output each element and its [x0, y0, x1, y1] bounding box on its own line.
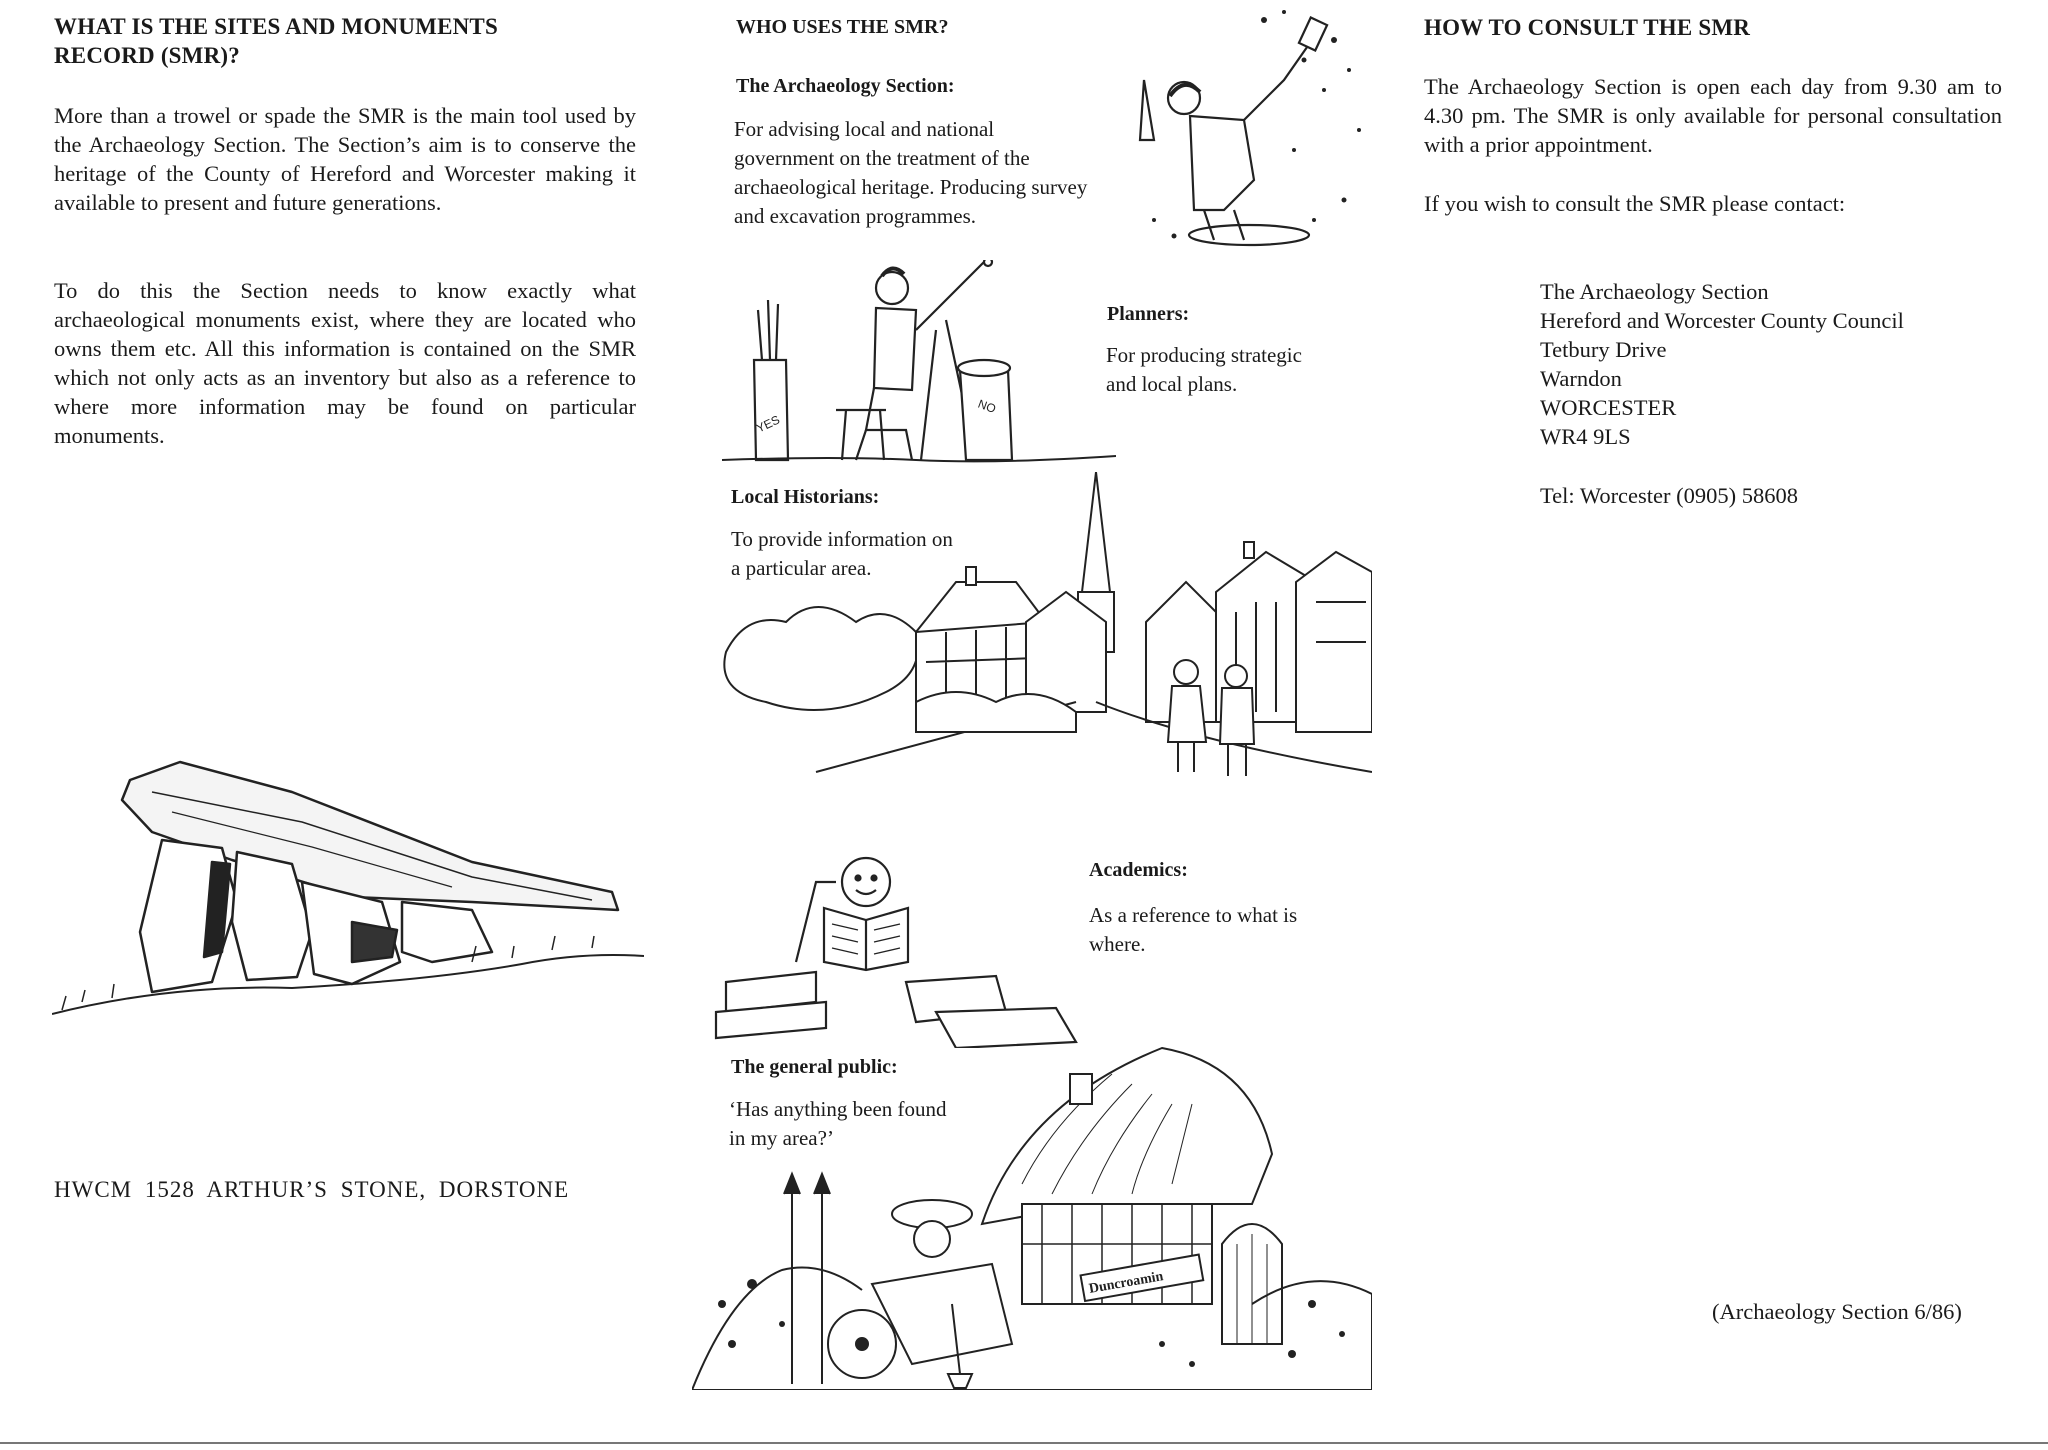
left-paragraph-2: To do this the Section needs to know exa… — [54, 278, 636, 448]
address-line: Warndon — [1540, 366, 1622, 391]
public-text-line2: in my area?’ — [729, 1126, 834, 1150]
address-line: Tetbury Drive — [1540, 337, 1667, 362]
historians-heading: Local Historians: — [731, 486, 880, 508]
planners-text-line1: For producing strategic — [1106, 343, 1302, 367]
no-bin-label: NO — [976, 397, 998, 416]
archaeology-heading: The Archaeology Section: — [736, 75, 955, 97]
address-line: WORCESTER — [1540, 395, 1677, 420]
village-illustration — [716, 472, 1372, 788]
arthurs-stone-illustration — [52, 752, 644, 1024]
left-title-line1: WHAT IS THE SITES AND MONUMENTS — [54, 14, 498, 39]
right-paragraph-2: If you wish to consult the SMR please co… — [1424, 191, 1846, 216]
academics-heading: Academics: — [1089, 859, 1188, 881]
left-paragraph-1: More than a trowel or spade the SMR is t… — [54, 103, 636, 215]
reader-illustration — [706, 852, 1080, 1048]
public-text: ‘Has anything been found in my area?’ — [729, 1095, 947, 1153]
left-title-line2: RECORD (SMR)? — [54, 43, 240, 68]
academics-text-line1: As a reference to what is — [1089, 903, 1298, 927]
academics-text: As a reference to what is where. — [1089, 901, 1297, 959]
address-line: Hereford and Worcester County Council — [1540, 308, 1904, 333]
public-text-line1: ‘Has anything been found — [729, 1097, 947, 1121]
planners-text: For producing strategic and local plans. — [1106, 341, 1302, 399]
page-bottom-rule — [0, 1442, 2048, 1444]
planners-heading: Planners: — [1107, 303, 1190, 325]
planners-text-line2: and local plans. — [1106, 372, 1238, 396]
left-caption: HWCM 1528 ARTHUR’S STONE, DORSTONE — [54, 1177, 570, 1202]
left-title: WHAT IS THE SITES AND MONUMENTS RECORD (… — [54, 12, 654, 70]
right-title: HOW TO CONSULT THE SMR — [1424, 15, 1751, 40]
footer-note: (Archaeology Section 6/86) — [1712, 1299, 1962, 1324]
middle-title: WHO USES THE SMR? — [736, 16, 949, 38]
address-line: WR4 9LS — [1540, 424, 1631, 449]
historians-text: To provide information on a particular a… — [731, 525, 953, 583]
academics-text-line2: where. — [1089, 932, 1146, 956]
right-paragraph-1: The Archaeology Section is open each day… — [1424, 74, 2002, 157]
contact-address: The Archaeology Section Hereford and Wor… — [1540, 277, 1904, 451]
historians-text-line2: a particular area. — [731, 556, 872, 580]
contact-telephone: Tel: Worcester (0905) 58608 — [1540, 483, 1799, 508]
public-heading: The general public: — [731, 1056, 898, 1078]
historians-text-line1: To provide information on — [731, 527, 953, 551]
archaeology-text: For advising local and national governme… — [734, 117, 1088, 228]
cottage-illustration: Duncroamin — [692, 1044, 1372, 1390]
digger-illustration — [1134, 0, 1372, 250]
planner-illustration: YES NO — [716, 260, 1116, 468]
address-line: The Archaeology Section — [1540, 279, 1769, 304]
